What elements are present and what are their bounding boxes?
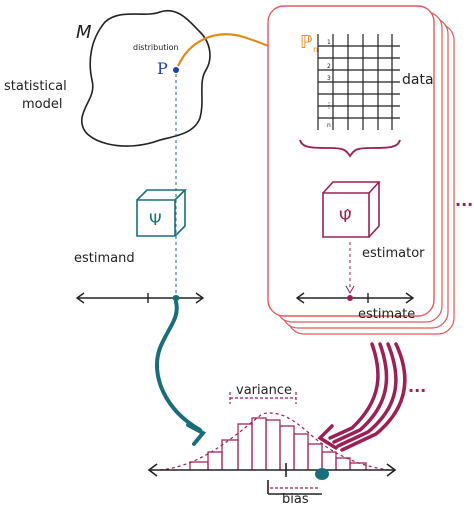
estimand-axis [75,292,205,304]
estimand-label: estimand [74,251,135,266]
bias-label: bias [282,492,309,507]
estimator-cube [322,181,381,238]
table-row-label-1: 1 [327,39,331,46]
estimates-arrowhead [317,424,338,450]
ellipsis-bottom: ... [408,377,426,396]
estimate-axis [295,292,415,304]
distribution-symbol: P [157,59,168,78]
data-brace [299,139,401,158]
estimand-cube-symbol: Ψ [149,210,162,229]
variance-bracket [229,392,297,404]
model-label-line1: statistical [4,79,67,94]
model-label-line2: model [22,97,62,112]
data-label: data [402,72,434,88]
distribution-axis [147,463,397,495]
ellipsis-right: ... [455,191,473,210]
dataset-frame-front [267,5,435,317]
model-symbol: M [76,22,92,43]
estimand-arrowhead [186,423,207,446]
estimate-label: estimate [358,307,415,322]
distribution-label: distribution [133,43,179,52]
table-row-label-dots: ⋮ [325,101,333,110]
estimand-cube [136,189,187,237]
estimator-cube-symbol: Ψ̂ [339,207,352,226]
estimate-point [347,295,353,301]
data-table [317,34,400,130]
table-row-label-3: 3 [327,75,331,82]
estimates-bundle-arrows [328,342,407,452]
truth-point [315,468,329,480]
variance-label: variance [236,383,292,398]
distribution-point [173,67,179,73]
density-curve [159,412,391,471]
table-row-label-n: n [327,122,331,129]
empirical-symbol: ℙ [300,32,313,53]
sampling-histogram [189,417,367,470]
empirical-subscript: n [313,45,318,54]
model-blob [81,9,211,147]
estimand-value-point [172,295,180,301]
table-row-label-2: 2 [327,63,331,70]
estimand-to-distribution-arrow [154,300,202,432]
estimator-label: estimator [362,246,425,261]
